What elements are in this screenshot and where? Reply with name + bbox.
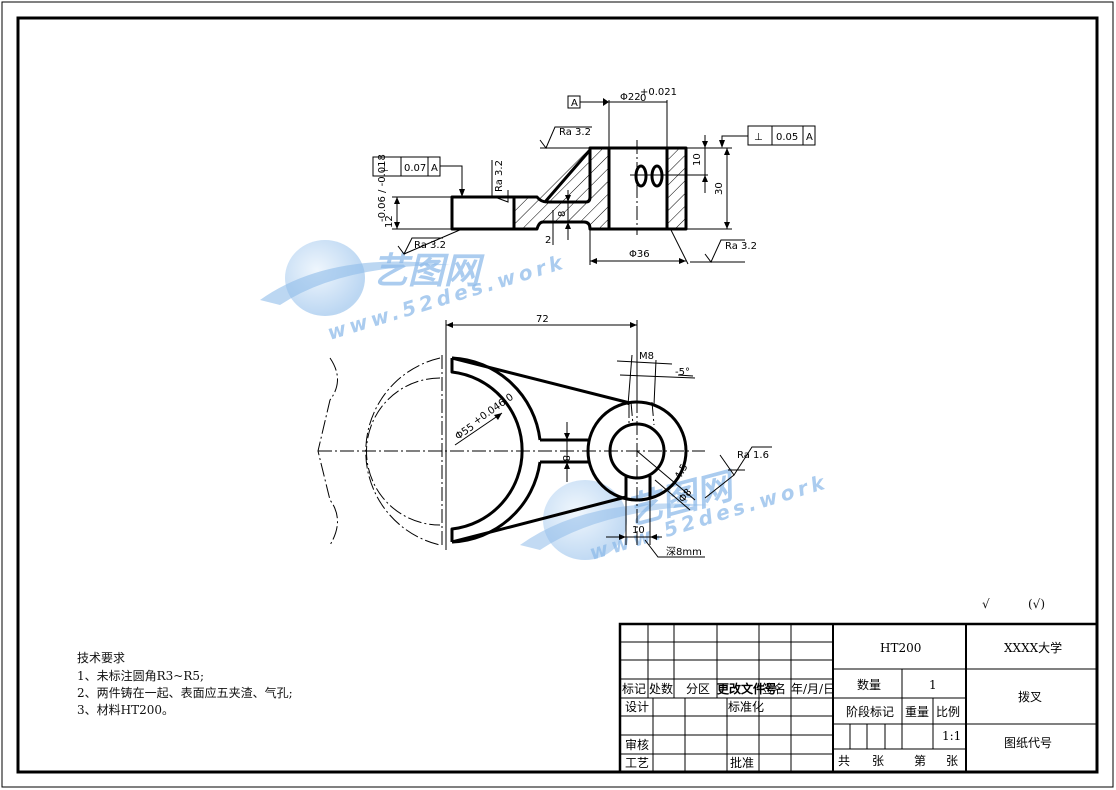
review-label: 审核: [625, 737, 649, 752]
roughness-web: Ra 3.2: [494, 160, 505, 192]
sheet-label-2: 张: [946, 754, 958, 768]
default-roughness-icon: √: [982, 597, 990, 611]
other-roughness-icon: (√): [1028, 597, 1045, 611]
scale-label: 比例: [936, 705, 960, 719]
sheet-number-label: 第: [914, 754, 926, 768]
bore-tolerance-upper: +0.021: [640, 87, 677, 98]
fcf-right-tolerance: 0.05: [776, 132, 798, 143]
tech-requirements-title: 技术要求: [77, 651, 125, 665]
bore-tolerance-lower: 0: [640, 93, 646, 104]
dim-12: 12: [384, 215, 395, 228]
material: HT200: [880, 641, 921, 655]
perpendicularity-icon: ⊥: [754, 132, 763, 143]
process-label: 工艺: [625, 756, 649, 770]
tech-requirement-item: 2、两件铸在一起、表面应五夹渣、气孔;: [77, 685, 293, 700]
tech-requirements: 技术要求 1、未标注圆角R3~R5; 2、两件铸在一起、表面应五夹渣、气孔; 3…: [77, 651, 293, 717]
watermark-1: 艺图网 www.52des.work: [260, 240, 569, 345]
datum-label: A: [571, 98, 578, 109]
header-count: 处数: [649, 681, 673, 696]
sheet-label: 张: [872, 754, 884, 768]
hub-bore: [608, 422, 666, 480]
section-view: A Φ22 +0.021 0 Ra 3.2 ⊥ 0.05 A 10 30 ⊥ 0…: [372, 87, 816, 265]
tech-requirement-item: 3、材料HT200。: [77, 703, 174, 717]
hub-ring: [586, 400, 688, 502]
header-signature: 签名: [762, 681, 786, 696]
dim-55: Φ55: [453, 422, 476, 443]
dim-m8: M8: [639, 351, 654, 362]
roughness-symbol-icon: [719, 446, 772, 476]
perpendicularity-icon: ⊥: [380, 163, 389, 174]
header-mark: 标记: [622, 682, 646, 696]
dim-angle: -5°: [675, 367, 690, 378]
stage-mark-label: 阶段标记: [846, 704, 894, 719]
dim-2: 2: [545, 235, 551, 246]
total-sheets-label: 共: [838, 754, 850, 768]
quantity-label: 数量: [857, 677, 881, 692]
roughness-symbol-icon: [491, 190, 509, 203]
weight-label: 重量: [905, 705, 929, 719]
approve-label: 批准: [730, 755, 754, 770]
bore-dimension: Φ22: [620, 92, 641, 103]
title-block: 标记 处数 分区 更改文件号 签名 年/月/日 设计 标准化 审核 工艺 批准 …: [618, 622, 1099, 774]
dim-10-slot: 10: [632, 525, 645, 536]
dim-12-tolerance: -0.06 / -0.018: [377, 154, 388, 222]
design-label: 设计: [625, 700, 649, 714]
dim-8: 8: [557, 211, 568, 217]
roughness-top: Ra 3.2: [559, 127, 591, 138]
dim-36: Φ36: [629, 249, 650, 260]
scale-value: 1:1: [942, 729, 961, 743]
pin-hole: [650, 164, 664, 188]
pin-hole: [634, 164, 648, 188]
dim-8-neck: 8: [560, 455, 571, 461]
roughness-symbol-icon: [539, 126, 592, 149]
watermark-brand: 艺图网: [372, 251, 485, 292]
header-change-doc: 更改文件号: [717, 681, 777, 696]
header-zone: 分区: [686, 682, 710, 696]
fcf-left-tolerance: 0.07: [404, 163, 426, 174]
roughness-symbol-icon: [704, 239, 745, 263]
drawing-frame: [16, 16, 1099, 774]
roughness-ra16: Ra 1.6: [737, 450, 769, 461]
drawing-number-label: 图纸代号: [1004, 736, 1052, 750]
part-name: 拨叉: [1018, 690, 1042, 704]
depth-note: 深8mm: [666, 546, 702, 558]
roughness-bottom-right: Ra 3.2: [725, 241, 757, 252]
fcf-right-datum: A: [806, 132, 813, 143]
dim-30: 30: [714, 182, 725, 195]
school-name: XXXX大学: [1004, 640, 1062, 655]
dim-72: 72: [536, 314, 549, 325]
tech-requirement-item: 1、未标注圆角R3~R5;: [77, 668, 204, 683]
roughness-bottom-left: Ra 3.2: [414, 240, 446, 251]
quantity-value: 1: [929, 678, 937, 692]
roughness-symbol-icon: [397, 237, 443, 255]
fcf-left-datum: A: [431, 163, 438, 174]
header-date: 年/月/日: [791, 682, 835, 696]
dim-10: 10: [692, 153, 703, 166]
standardization-label: 标准化: [728, 700, 764, 714]
